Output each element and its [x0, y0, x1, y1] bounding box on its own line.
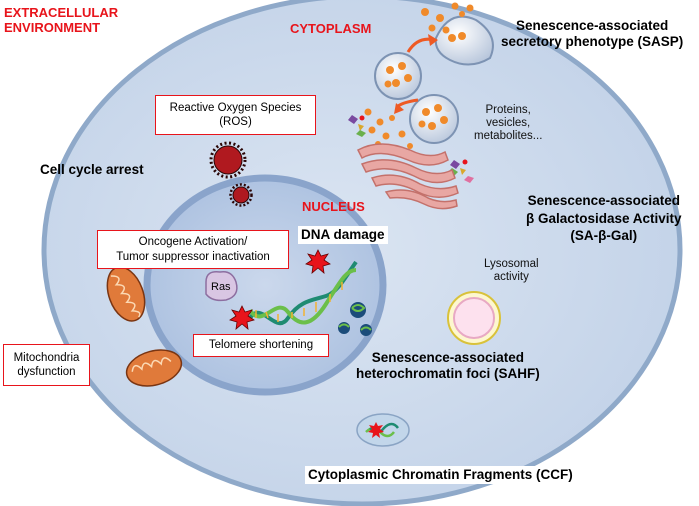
box-ros: Reactive Oxygen Species (ROS) [155, 95, 316, 135]
ras-protein [205, 270, 238, 302]
damage-star-2 [229, 305, 255, 330]
label-sahf: Senescence-associated heterochromatin fo… [356, 350, 540, 381]
secretory-vesicle-1 [374, 52, 422, 100]
label-ras: Ras [211, 281, 231, 293]
dna-helix [248, 260, 358, 326]
sasp-exocytosis-vesicle [421, 8, 494, 66]
secretory-vesicle-2 [409, 94, 459, 144]
label-sa-beta-gal: Senescence-associated β Galactosidase Ac… [526, 193, 682, 244]
damage-star-1 [305, 249, 331, 274]
sahf-foci [338, 302, 372, 336]
dna-rungs [255, 282, 343, 322]
ccf-vesicle [356, 413, 410, 447]
secreted-factors [451, 2, 474, 17]
box-oncogene: Oncogene Activation/ Tumor suppressor in… [97, 230, 289, 269]
label-cell-cycle-arrest: Cell cycle arrest [40, 162, 144, 177]
ros-particle-large [209, 141, 247, 179]
lysosome [447, 291, 501, 345]
label-nucleus: NUCLEUS [302, 199, 365, 214]
box-mito: Mitochondria dysfunction [3, 344, 90, 386]
label-proteins: Proteins, vesicles, metabolites... [474, 104, 543, 143]
label-extracellular: EXTRACELLULAR ENVIRONMENT [4, 5, 119, 35]
mitochondrion-2 [125, 349, 183, 387]
box-telomere: Telomere shortening [193, 334, 329, 357]
label-cytoplasm: CYTOPLASM [290, 21, 372, 36]
label-dna-damage: DNA damage [298, 226, 388, 244]
cytoplasm-vesicle-dots [364, 108, 413, 149]
label-lysosomal: Lysosomal activity [484, 258, 539, 284]
label-ccf: Cytoplasmic Chromatin Fragments (CCF) [305, 466, 576, 484]
label-sasp: Senescence-associated secretory phenotyp… [501, 18, 684, 49]
ros-particle-small [229, 183, 253, 207]
golgi-apparatus [357, 143, 459, 210]
